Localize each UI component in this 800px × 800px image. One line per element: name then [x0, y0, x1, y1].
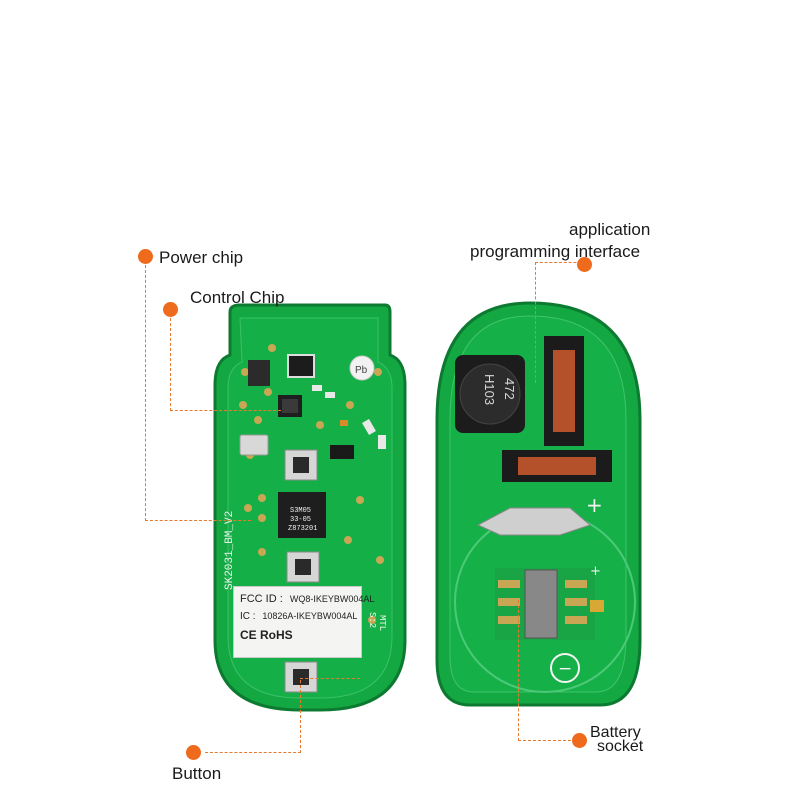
- fcc-label: FCC ID :: [240, 593, 283, 605]
- inductor-marking-1: 472: [502, 378, 517, 400]
- cert-marks: CE RoHS: [240, 628, 293, 642]
- api-leader: [535, 262, 586, 383]
- button-leader-up: [300, 678, 360, 681]
- back-board: 472 H103 + + −: [435, 301, 642, 707]
- chip-marking-2: 33-05: [290, 516, 311, 524]
- ic-label: IC :: [240, 611, 256, 622]
- battery-label-line2: socket: [597, 738, 644, 755]
- plus-marking: +: [586, 493, 603, 517]
- battery-dot: [572, 733, 587, 748]
- minus-marking: −: [558, 659, 572, 679]
- api-dot: [577, 257, 592, 272]
- control-chip-label: Control Chip: [190, 288, 285, 307]
- button-leader: [205, 680, 301, 753]
- ic-value: 10826A-IKEYBW004AL: [262, 611, 358, 621]
- button-label: Button: [172, 764, 222, 783]
- api-label-line1: application: [569, 220, 651, 239]
- tact-switch-1: [284, 449, 318, 481]
- tact-switch-2: [286, 551, 320, 583]
- battery-leader: [518, 600, 581, 741]
- chip-marking-1: S3M05: [290, 507, 311, 515]
- board-side-silkscreen-2: S:2: [367, 612, 377, 628]
- board-model-silkscreen: SK2031_BM_V2: [224, 511, 236, 590]
- chip-marking-3: Z873201: [288, 525, 317, 533]
- inductor-marking-2: H103: [482, 374, 497, 405]
- svg-text:Pb: Pb: [355, 365, 368, 376]
- fcc-row: FCC ID : WQ8-IKEYBW004AL: [240, 593, 374, 605]
- ic-row: IC : 10826A-IKEYBW004AL: [240, 611, 357, 622]
- battery-label-line1: Battery: [590, 724, 641, 741]
- fcc-value: WQ8-IKEYBW004AL: [289, 594, 375, 604]
- power-chip-dot: [138, 249, 153, 264]
- plus-marking-small: +: [590, 564, 601, 579]
- control-chip-leader: [170, 318, 281, 411]
- api-label-line2: programming interface: [470, 242, 641, 261]
- power-chip-leader: [145, 265, 251, 521]
- power-chip-label: Power chip: [159, 248, 244, 267]
- button-dot: [186, 745, 201, 760]
- fcc-sticker: FCC ID : WQ8-IKEYBW004AL IC : 10826A-IKE…: [233, 586, 374, 658]
- control-chip-dot: [163, 302, 178, 317]
- tact-switch-3: [284, 661, 318, 693]
- board-side-silkscreen: MTL: [377, 615, 387, 631]
